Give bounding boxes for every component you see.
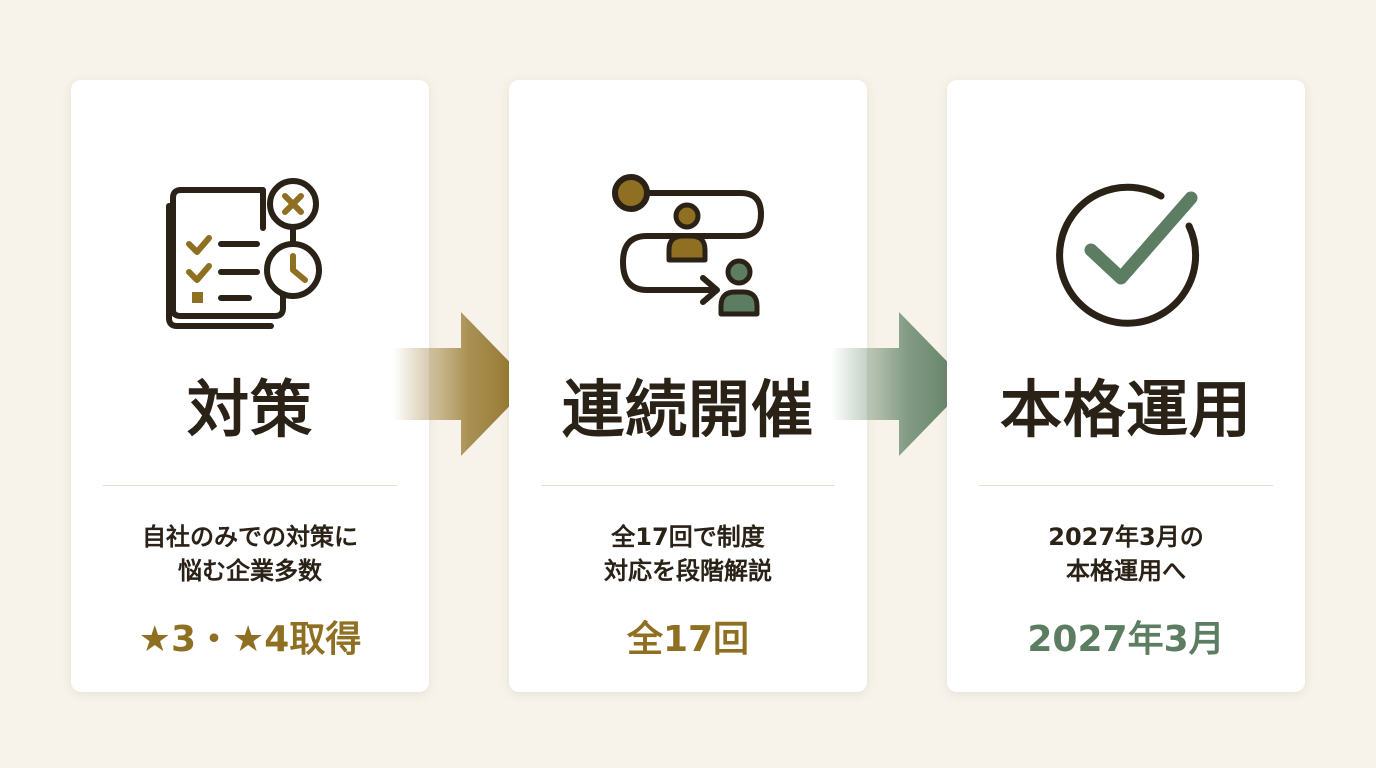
step-description: 全17回で制度 対応を段階解説 <box>509 520 867 588</box>
step-card-measures: 対策 自社のみでの対策に 悩む企業多数 ★3・★4取得 <box>71 80 429 692</box>
step-description: 自社のみでの対策に 悩む企業多数 <box>71 520 429 588</box>
step-card-full-operation: 本格運用 2027年3月の 本格運用へ 2027年3月 <box>947 80 1305 692</box>
arrow-right-icon <box>393 312 533 456</box>
check-circle-icon <box>1021 166 1231 336</box>
path-people-route-icon <box>583 166 793 336</box>
arrow-right-icon <box>831 312 971 456</box>
step-title: 連続開催 <box>561 373 814 446</box>
step-title: 本格運用 <box>999 373 1252 446</box>
step-description-line: 全17回で制度 <box>611 523 765 551</box>
divider <box>103 485 397 486</box>
step-description: 2027年3月の 本格運用へ <box>947 520 1305 588</box>
step-description-line: 悩む企業多数 <box>178 557 322 585</box>
step-description-line: 本格運用へ <box>1066 557 1186 585</box>
step-highlight: ★3・★4取得 <box>138 619 362 660</box>
divider <box>979 485 1273 486</box>
step-title: 対策 <box>186 373 313 446</box>
step-description-line: 対応を段階解説 <box>604 557 772 585</box>
step-highlight: 全17回 <box>626 619 750 660</box>
step-card-series: 連続開催 全17回で制度 対応を段階解説 全17回 <box>509 80 867 692</box>
step-description-line: 2027年3月の <box>1048 523 1204 551</box>
divider <box>541 485 835 486</box>
checklist-clock-x-icon <box>145 166 355 336</box>
step-description-line: 自社のみでの対策に <box>142 523 358 551</box>
step-highlight: 2027年3月 <box>1027 619 1225 660</box>
